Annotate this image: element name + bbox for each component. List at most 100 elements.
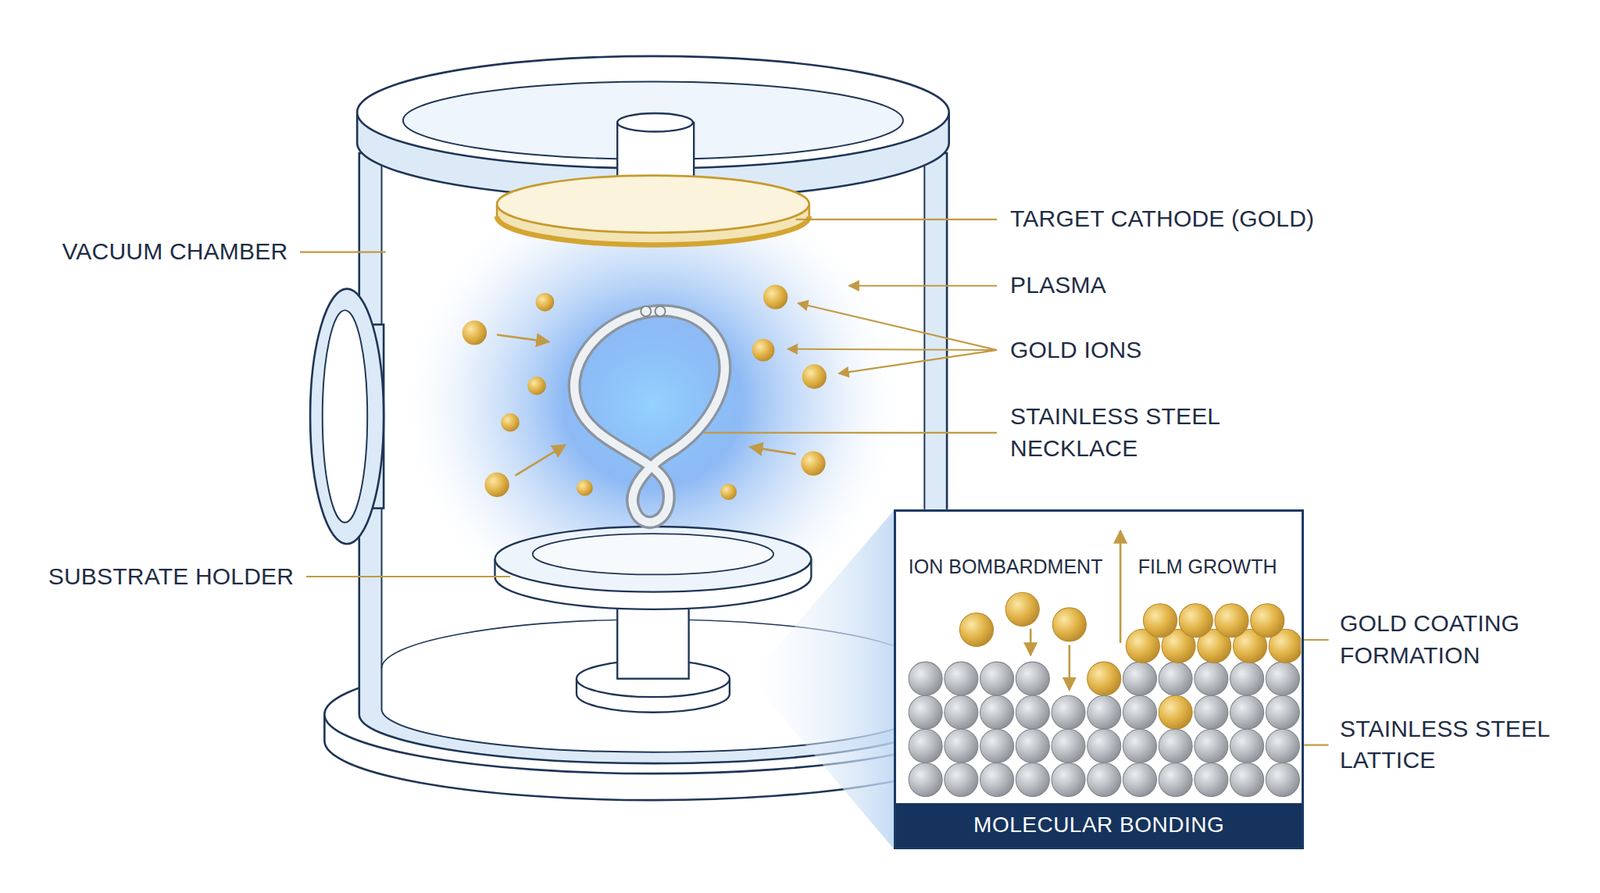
gold-ions-part bbox=[527, 376, 547, 396]
gold-ions-part bbox=[535, 292, 555, 312]
atomic-lattice-part bbox=[1005, 592, 1040, 626]
gold-ions-part bbox=[576, 479, 593, 497]
magnifier-projection-part bbox=[893, 509, 1304, 850]
atomic-lattice-part bbox=[1087, 661, 1122, 696]
necklace-part bbox=[640, 306, 651, 317]
atomic-lattice-part bbox=[1178, 603, 1213, 638]
target-cathode bbox=[496, 113, 810, 246]
atomic-lattice-part bbox=[1015, 661, 1050, 696]
atomic-lattice-part bbox=[980, 695, 1015, 729]
atomic-lattice-part bbox=[1087, 728, 1122, 763]
ion-motion-arrows-part bbox=[515, 445, 566, 476]
magnifier-projection-part bbox=[750, 510, 894, 850]
atomic-lattice-part bbox=[908, 728, 943, 763]
part-label: TARGET CATHODE (GOLD) bbox=[1010, 203, 1315, 236]
necklace bbox=[574, 306, 725, 523]
gold-ions-part bbox=[462, 320, 487, 345]
atomic-lattice-part bbox=[1250, 603, 1285, 638]
leader-lines-part bbox=[796, 218, 997, 221]
inset-arrows-part bbox=[1068, 645, 1072, 690]
viewport-window-part bbox=[322, 310, 368, 523]
atomic-lattice-part bbox=[944, 762, 979, 797]
atomic-lattice-part bbox=[1158, 762, 1193, 797]
atomic-lattice-part bbox=[944, 728, 979, 763]
ion-motion-arrows-part bbox=[496, 334, 550, 342]
gold-ions-part bbox=[763, 284, 788, 309]
atomic-lattice-part bbox=[1230, 728, 1265, 763]
atomic-lattice-part bbox=[1015, 728, 1050, 763]
inset-arrows-part bbox=[1119, 530, 1122, 643]
part-label: GOLD IONS bbox=[1010, 334, 1143, 367]
necklace-part bbox=[655, 306, 666, 317]
substrate-holder-part bbox=[494, 526, 811, 593]
plasma-glow-part bbox=[397, 163, 908, 643]
atomic-lattice-part bbox=[1158, 728, 1193, 763]
gold-ions-part bbox=[800, 450, 825, 475]
gold-ions-part bbox=[752, 339, 775, 362]
viewport-window bbox=[310, 289, 384, 545]
atomic-lattice-part bbox=[1230, 762, 1265, 797]
ion-motion-arrows bbox=[496, 334, 797, 475]
atomic-lattice-part bbox=[980, 728, 1015, 763]
atomic-lattice-part bbox=[1052, 607, 1086, 642]
leader-lines-part bbox=[703, 432, 997, 434]
gold-ions-part bbox=[500, 413, 520, 433]
plasma-glow bbox=[397, 163, 908, 643]
atomic-lattice-part bbox=[1015, 695, 1050, 729]
atomic-lattice-part bbox=[980, 661, 1015, 696]
atomic-lattice-part bbox=[908, 762, 943, 797]
atomic-lattice-part bbox=[1194, 728, 1229, 763]
atomic-lattice-part bbox=[1194, 695, 1229, 729]
atomic-lattice-part bbox=[1214, 603, 1249, 638]
atomic-lattice-part bbox=[959, 612, 993, 647]
leader-lines-part bbox=[787, 349, 997, 350]
part-label: PLASMA bbox=[1010, 269, 1107, 302]
atomic-lattice-part bbox=[1230, 661, 1265, 696]
leader-lines-part bbox=[849, 285, 997, 287]
atomic-lattice-part bbox=[1194, 661, 1229, 696]
part-label: GOLD COATING FORMATION bbox=[1339, 607, 1567, 672]
atomic-lattice-part bbox=[1122, 661, 1157, 696]
atomic-lattice-part bbox=[1087, 695, 1122, 729]
atomic-lattice-part bbox=[1194, 762, 1229, 797]
viewport-window-part bbox=[310, 289, 384, 545]
atomic-lattice-part bbox=[1265, 661, 1300, 696]
atomic-lattice-part bbox=[1122, 728, 1157, 763]
caption-band: MOLECULAR BONDING bbox=[896, 803, 1302, 847]
inset-arrows-part bbox=[1029, 628, 1033, 656]
node-text: MOLECULAR BONDING bbox=[973, 812, 1225, 838]
necklace-part bbox=[574, 310, 725, 523]
target-cathode-part bbox=[496, 175, 810, 233]
part-label: VACUUM CHAMBER bbox=[61, 235, 288, 268]
part-label: STAINLESS STEEL LATTICE bbox=[1339, 713, 1567, 778]
atomic-lattice-part bbox=[1051, 762, 1086, 797]
atomic-lattice-part bbox=[1051, 728, 1086, 763]
atomic-lattice-part bbox=[1122, 762, 1157, 797]
leader-lines-part bbox=[797, 303, 997, 350]
gold-ions-part bbox=[802, 364, 827, 389]
gold-ions-part bbox=[720, 483, 737, 500]
atomic-lattice-part bbox=[1265, 695, 1300, 729]
inset-arrows bbox=[1030, 530, 1121, 690]
atomic-lattice-part bbox=[1143, 603, 1178, 638]
atomic-lattice-part bbox=[1051, 695, 1086, 729]
leader-lines-part bbox=[839, 350, 997, 374]
atomic-lattice bbox=[908, 592, 1301, 797]
gold-ions-part bbox=[484, 472, 509, 497]
magnified-inset: ION BOMBARDMENTFILM GROWTHMOLECULAR BOND… bbox=[893, 509, 1304, 850]
gold-ions bbox=[462, 284, 827, 500]
target-cathode-part bbox=[617, 113, 693, 133]
leader-lines-part bbox=[306, 575, 511, 578]
atomic-lattice-part bbox=[1122, 695, 1157, 729]
part-label: STAINLESS STEEL NECKLACE bbox=[1010, 400, 1237, 465]
atomic-lattice-part bbox=[1265, 762, 1300, 797]
leader-lines-part bbox=[300, 251, 386, 254]
atomic-lattice-part bbox=[1158, 661, 1193, 696]
atomic-lattice-part bbox=[944, 661, 979, 696]
atomic-lattice-part bbox=[944, 695, 979, 729]
atomic-lattice-part bbox=[1230, 695, 1265, 729]
atomic-lattice-part bbox=[1158, 695, 1193, 729]
atomic-lattice-part bbox=[1087, 762, 1122, 797]
